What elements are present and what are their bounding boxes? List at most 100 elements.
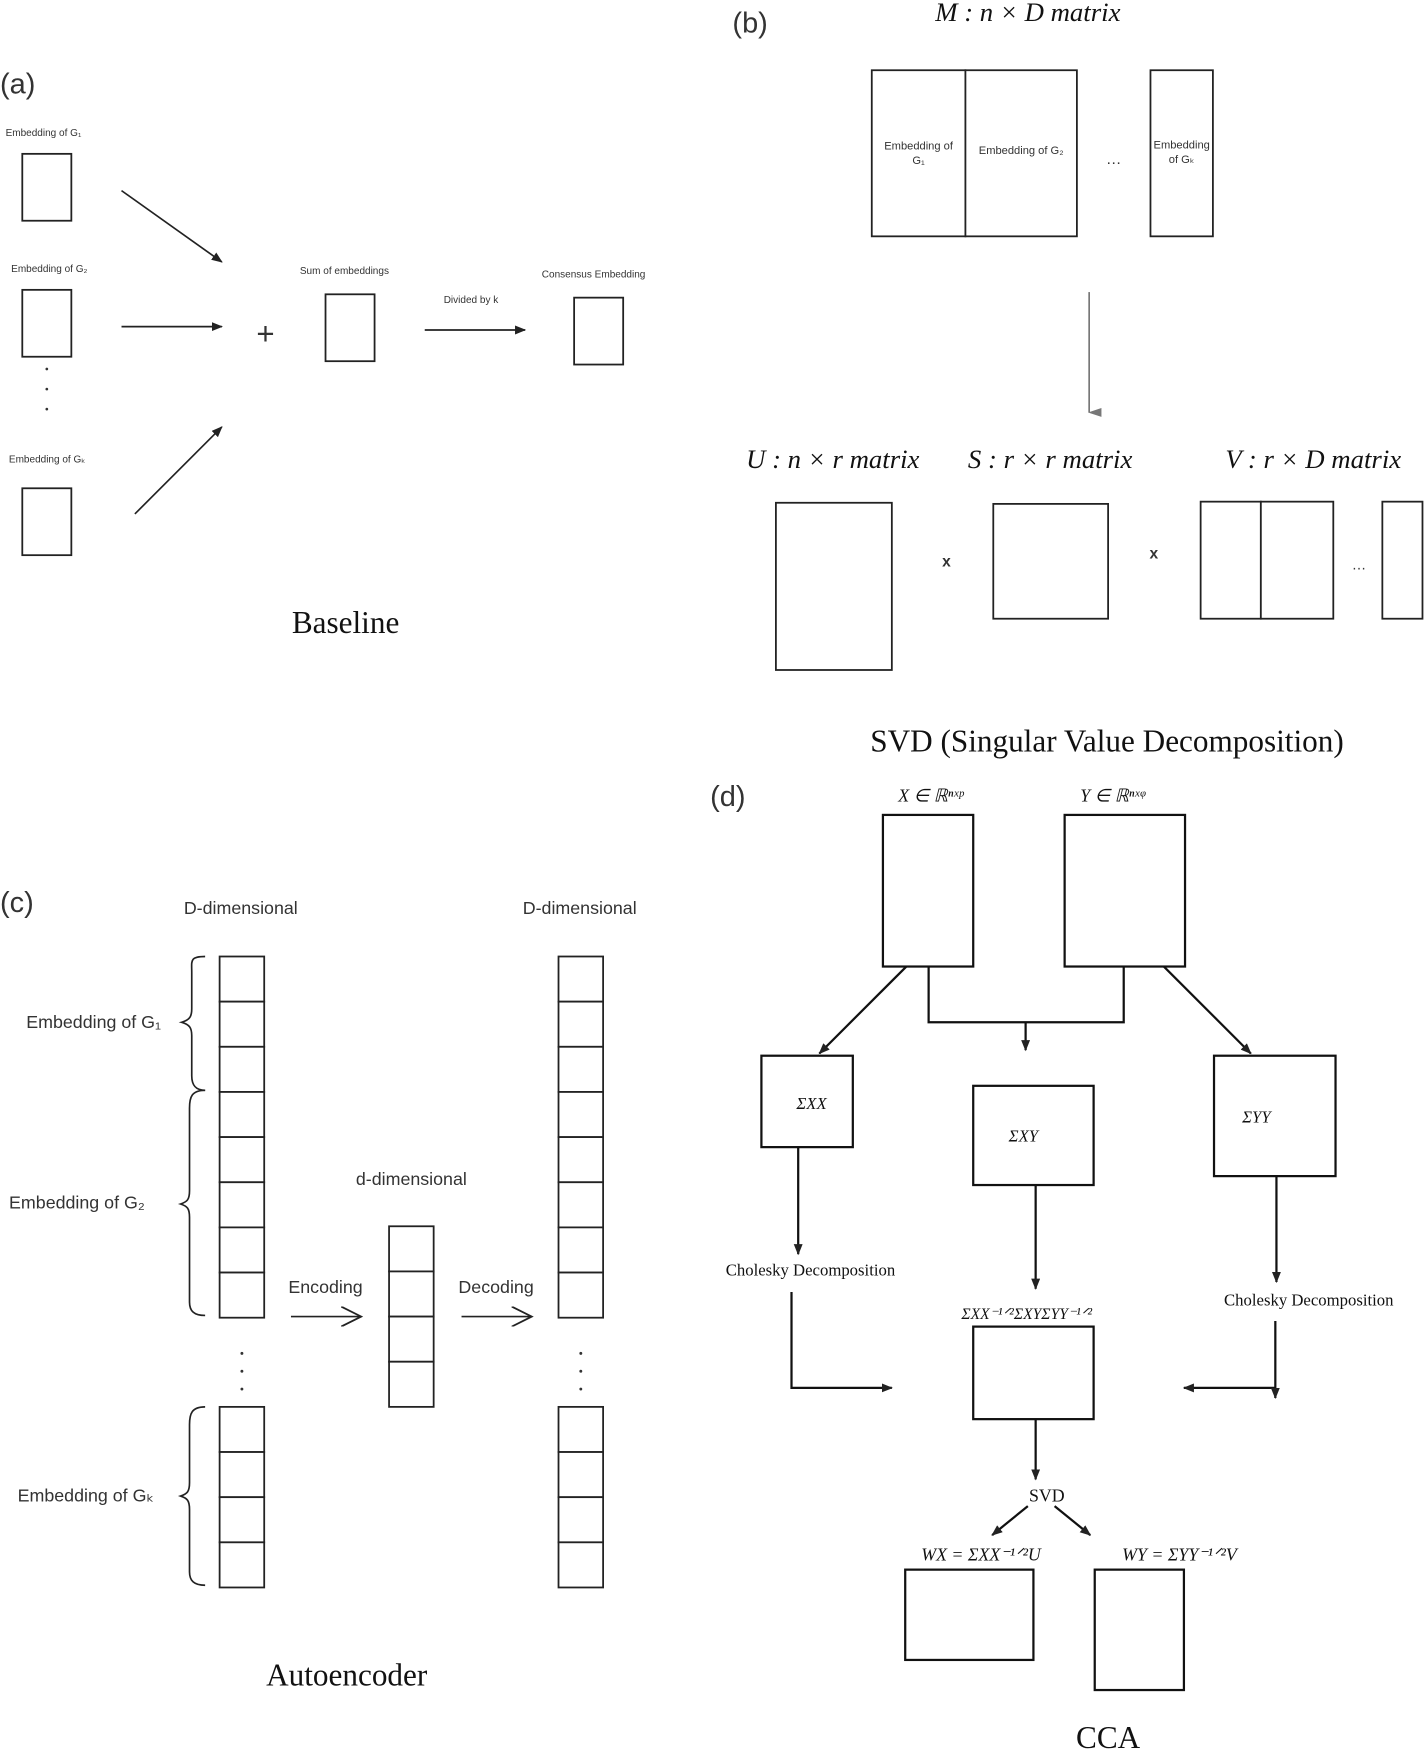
consensus-label: Consensus Embedding (542, 270, 646, 281)
decoding-label: Decoding (458, 1277, 533, 1297)
input-top-cell (218, 1045, 266, 1093)
panel-a: (a) Embedding of G₁ Embedding of G₂ Embe… (0, 69, 645, 641)
v-block-1 (1199, 500, 1262, 620)
u-matrix-box (775, 501, 893, 671)
arrow-x-to-sxx (818, 965, 908, 1055)
panel-d-label: (d) (710, 781, 745, 813)
output-top-cell (557, 1271, 604, 1319)
x-matrix-box (881, 813, 975, 968)
plus-sign: + (256, 316, 274, 351)
arrow-cholesky-left-to-product (790, 1292, 893, 1393)
wy-box (1093, 1568, 1186, 1692)
v-block-2 (1259, 500, 1335, 620)
m-matrix-title: M : n × D matrix (934, 0, 1120, 27)
output-dim-label: D-dimensional (523, 898, 637, 918)
output-ellipsis (579, 1351, 583, 1391)
y-matrix-box (1063, 813, 1187, 968)
panel-d-caption: CCA (1076, 1720, 1141, 1750)
input-bottom-cell (218, 1451, 266, 1499)
x-matrix-label: X ∈ ℝⁿˣᵖ (897, 786, 964, 806)
output-top-cell (557, 1045, 604, 1093)
wx-box (904, 1568, 1035, 1662)
m-ellipsis: … (1106, 151, 1122, 168)
latent-cell (388, 1360, 435, 1408)
input-top-cell (218, 1271, 266, 1319)
panel-b-label: (b) (732, 7, 767, 39)
encoding-label: Encoding (288, 1277, 362, 1297)
m-block-gk-label-line2: of Gₖ (1169, 154, 1195, 166)
input-top-cell (218, 1136, 266, 1184)
output-top-cell (557, 1091, 604, 1138)
input-label-g1: Embedding of G₁ (6, 128, 82, 139)
input-label-gk: Embedding of Gₖ (9, 455, 86, 466)
wx-label: WX = ΣXX⁻¹ᐟ²U (921, 1545, 1042, 1565)
latent-cell (388, 1315, 435, 1363)
sxx-label: ΣXX (795, 1094, 827, 1113)
output-bottom-cell (557, 1541, 604, 1589)
sum-label: Sum of embeddings (300, 266, 389, 277)
m-block-g1-label-line1: Embedding of (884, 140, 954, 152)
m-block-g1-label-line2: G₁ (912, 155, 925, 167)
panel-d: (d) X ∈ ℝⁿˣᵖ Y ∈ ℝⁿˣᵠ ΣXX ΣXY ΣYY Choles… (710, 781, 1394, 1750)
output-bottom-cell (557, 1496, 604, 1544)
latent-cell (388, 1270, 435, 1318)
sxy-box (972, 1084, 1095, 1187)
times-sign-2: x (1149, 546, 1158, 563)
joint-connector (927, 966, 1125, 1024)
product-box (972, 1325, 1095, 1421)
arrow-y-to-syy (1163, 965, 1252, 1055)
input-bottom-cell (218, 1541, 266, 1589)
group-label-g2: Embedding of G₂ (9, 1192, 145, 1212)
output-bottom-cell (557, 1451, 604, 1499)
output-top-cell (557, 955, 604, 1003)
input-top-cell (218, 955, 266, 1003)
output-top-cell (557, 1000, 604, 1048)
panel-c-caption: Autoencoder (266, 1658, 428, 1693)
group-label-gk: Embedding of Gₖ (18, 1486, 154, 1506)
sxx-box (760, 1054, 854, 1149)
autoencoder-cells (218, 955, 604, 1589)
input-top-cell (218, 1181, 266, 1229)
arrow-svd-to-wy (1053, 1505, 1092, 1536)
panel-a-label: (a) (0, 69, 35, 101)
v-block-k (1381, 500, 1424, 620)
product-label: ΣXX⁻¹ᐟ²ΣXYΣYY⁻¹ᐟ² (960, 1306, 1092, 1323)
embedding-gk-box (21, 487, 73, 557)
m-block-gk (1149, 69, 1214, 238)
output-top-cell (557, 1181, 604, 1229)
syy-box (1212, 1054, 1337, 1178)
input-bottom-cell (218, 1496, 266, 1544)
cholesky-left-label: Cholesky Decomposition (726, 1260, 896, 1279)
output-top-cell (557, 1136, 604, 1184)
brace-gk (177, 1406, 206, 1587)
input-top-cell (218, 1226, 266, 1274)
group-label-g1: Embedding of G₁ (26, 1012, 161, 1032)
input-bottom-cell (218, 1405, 266, 1453)
embedding-g1-box (21, 152, 73, 222)
output-bottom-cell (557, 1405, 604, 1453)
divide-label: Divided by k (444, 295, 500, 306)
m-block-g1 (870, 69, 967, 238)
panel-c-label: (c) (0, 887, 34, 919)
cholesky-right-label: Cholesky Decomposition (1224, 1290, 1394, 1309)
v-matrix-title: V : r × D matrix (1225, 444, 1401, 474)
consensus-box (573, 296, 625, 366)
brace-g2 (177, 1089, 206, 1317)
m-block-g2-label: Embedding of G₂ (979, 145, 1064, 157)
arrow-g1-to-sum (121, 189, 223, 263)
latent-cell (388, 1225, 435, 1273)
panel-b: (b) M : n × D matrix Embedding of G₁ Emb… (732, 0, 1424, 758)
wy-label: WY = ΣYY⁻¹ᐟ²V (1122, 1545, 1239, 1565)
embedding-g2-box (21, 288, 73, 358)
input-top-cell (218, 1000, 266, 1048)
latent-dim-label: d-dimensional (356, 1169, 467, 1189)
panel-b-caption: SVD (Singular Value Decomposition) (870, 723, 1344, 758)
s-matrix-box (992, 502, 1110, 620)
u-matrix-title: U : n × r matrix (746, 444, 919, 474)
m-block-gk-label-line1: Embedding (1154, 139, 1210, 151)
sxy-label: ΣXY (1008, 1127, 1040, 1146)
input-dim-label: D-dimensional (184, 898, 298, 918)
syy-label: ΣYY (1241, 1108, 1272, 1127)
